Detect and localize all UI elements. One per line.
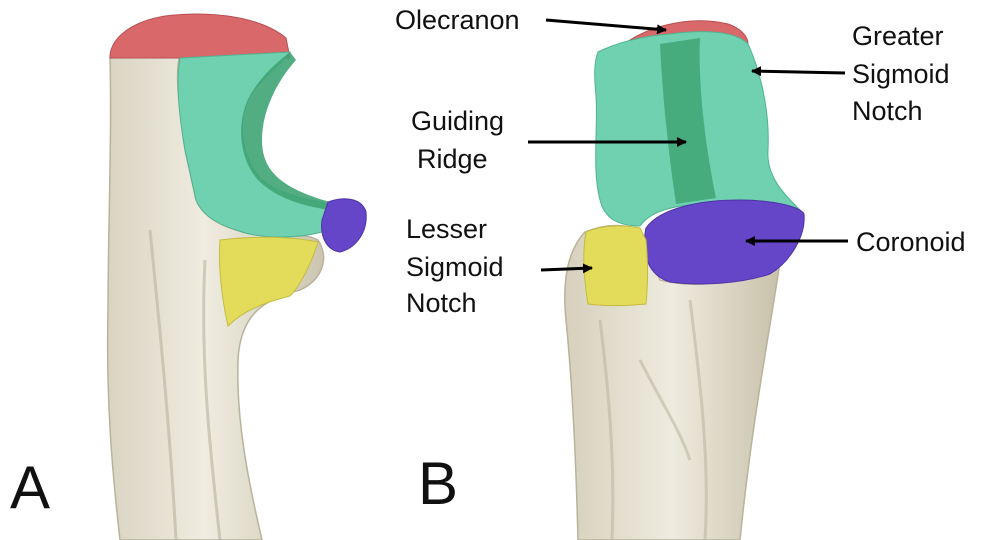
label-lesser-sigmoid-notch-3: Notch — [406, 288, 477, 318]
coronoid-region-a — [322, 199, 367, 252]
label-greater-sigmoid-notch-2: Sigmoid — [852, 59, 950, 89]
label-guiding-ridge-1: Guiding — [411, 106, 504, 136]
label-lesser-sigmoid-notch-2: Sigmoid — [406, 252, 504, 282]
lesser-sigmoid-notch-region-b — [584, 226, 648, 306]
panel-b-bone — [565, 21, 804, 540]
arrow-lesser-sigmoid-notch — [541, 268, 592, 270]
label-greater-sigmoid-notch-1: Greater — [852, 21, 944, 51]
arrow-olecranon — [546, 20, 666, 30]
label-lesser-sigmoid-notch-1: Lesser — [406, 214, 487, 244]
label-greater-sigmoid-notch-3: Notch — [852, 96, 923, 126]
label-guiding-ridge-2: Ridge — [417, 144, 488, 174]
panel-a-bone — [108, 14, 367, 540]
label-olecranon: Olecranon — [395, 5, 520, 35]
panel-label-a: A — [10, 454, 50, 521]
label-coronoid: Coronoid — [856, 227, 966, 257]
panel-label-b: B — [418, 450, 458, 517]
arrow-greater-sigmoid-notch — [752, 71, 845, 73]
olecranon-region-a — [110, 14, 290, 58]
